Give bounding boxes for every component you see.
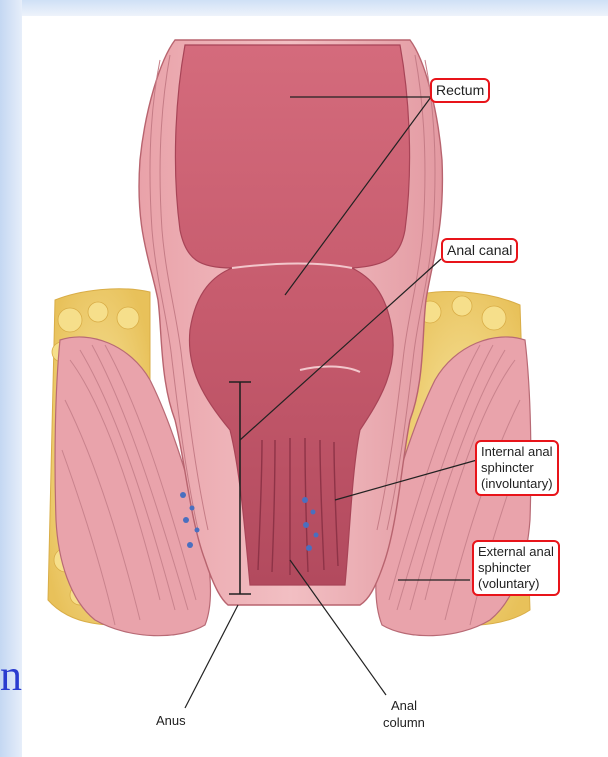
partial-title-text: n (0, 654, 22, 698)
label-anus: Anus (156, 712, 186, 729)
label-anal-canal: Anal canal (441, 238, 518, 263)
label-internal-anal-sphincter: Internal anal sphincter (involuntary) (475, 440, 559, 496)
label-rectum: Rectum (430, 78, 490, 103)
label-anal-column: Anal column (383, 697, 425, 731)
label-external-anal-sphincter: External anal sphincter (voluntary) (472, 540, 560, 596)
